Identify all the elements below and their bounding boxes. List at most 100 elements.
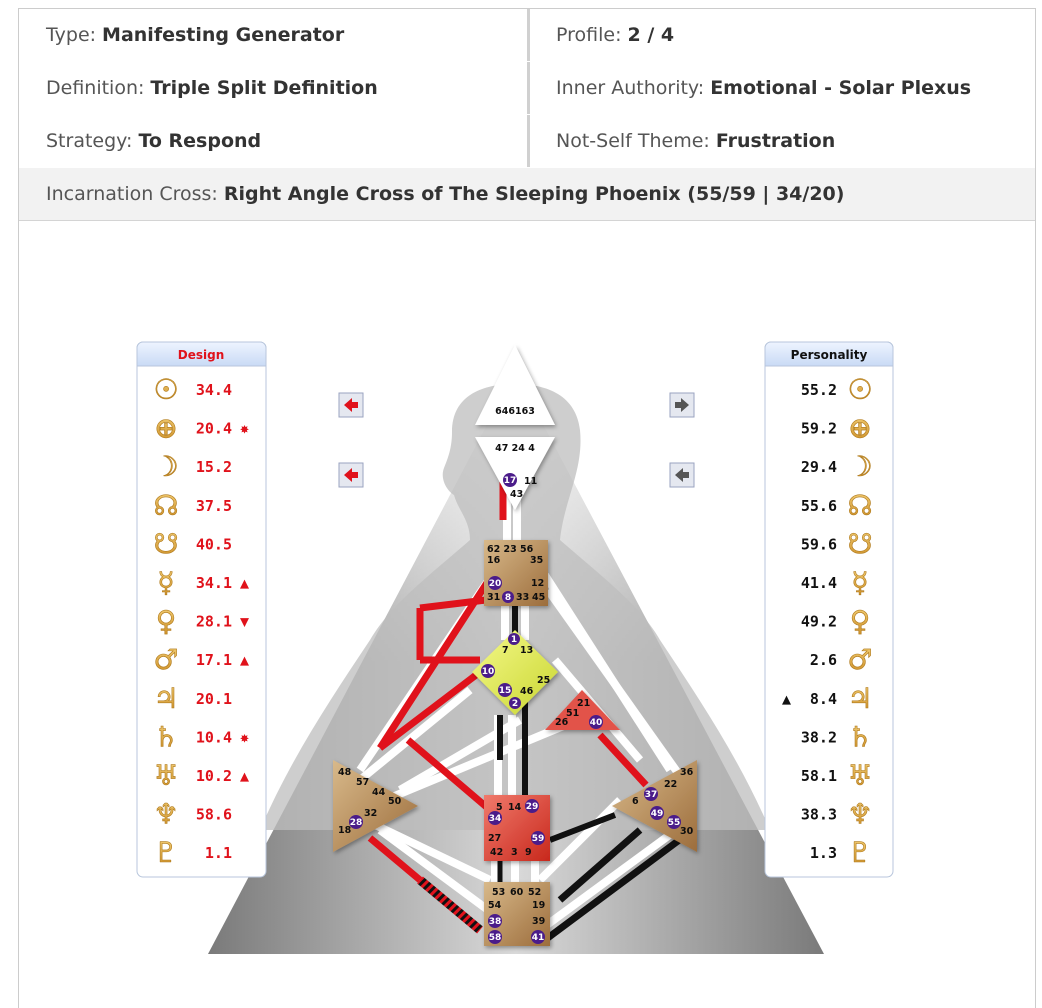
strategy-value: To Respond xyxy=(138,130,262,152)
personality-row: 38.2 ♄ xyxy=(801,720,873,754)
activation-value: 55.2 xyxy=(801,381,837,399)
personality-row: 8.4 ♃ ▲ xyxy=(782,681,873,715)
pluto-icon: ♇ xyxy=(153,836,178,869)
arrow-button-design-top[interactable] xyxy=(338,392,364,418)
gate-45: 45 xyxy=(532,592,545,603)
uranus-icon: ♅ xyxy=(847,759,872,792)
cross-cell: Incarnation Cross:Right Angle Cross of T… xyxy=(19,168,1035,220)
activation-value: 38.3 xyxy=(801,806,837,824)
personality-row: 59.6☋ xyxy=(801,527,873,561)
mercury-icon: ☿ xyxy=(851,566,868,599)
personality-row: 38.3♆ xyxy=(801,797,873,831)
gate-2: 2 xyxy=(512,699,518,709)
arrow-button-design-bottom[interactable] xyxy=(338,462,364,488)
design-row: ☉34.4 xyxy=(153,373,232,407)
neptune-icon: ♆ xyxy=(153,798,178,831)
activation-value: 38.2 xyxy=(801,728,837,746)
type-value: Manifesting Generator xyxy=(102,24,345,46)
gate-22: 22 xyxy=(664,779,677,790)
design-row: ♄10.4✸ xyxy=(153,720,249,754)
gate-34: 34 xyxy=(489,814,502,824)
gate-48: 48 xyxy=(338,767,352,778)
solar-plexus-center: 36 22 37 6 49 55 30 xyxy=(612,760,697,852)
arrow-left-icon xyxy=(675,468,689,482)
design-row: ♆ 58.6 xyxy=(153,797,232,831)
fixing-mark: ▼ xyxy=(240,613,249,631)
gate-14: 14 xyxy=(508,802,522,813)
design-row: ♂17.1▲ xyxy=(153,643,249,677)
activation-value: 34.4 xyxy=(196,381,232,399)
gate-21: 21 xyxy=(577,698,590,709)
saturn-icon: ♄ xyxy=(847,720,872,753)
jupiter-icon: ♃ xyxy=(847,682,872,715)
gate-44: 44 xyxy=(372,787,386,798)
moon-icon: ☽ xyxy=(153,450,178,483)
gate-32: 32 xyxy=(364,808,377,819)
earth-icon: ⊕ xyxy=(154,412,177,445)
design-panel-title: Design xyxy=(178,348,225,362)
personality-panel: Personality 55.2☉59.2⊕29.4☽55.6☊59.6☋41.… xyxy=(764,341,894,878)
personality-row: 41.4 ☿ xyxy=(801,566,869,600)
activation-value: 15.2 xyxy=(196,458,232,476)
summary-row-4: Incarnation Cross:Right Angle Cross of T… xyxy=(19,168,1035,221)
jupiter-icon: ♃ xyxy=(153,682,178,715)
not-self-value: Frustration xyxy=(715,130,836,152)
gate-27: 27 xyxy=(488,833,501,844)
gate-7: 7 xyxy=(502,645,509,656)
gate-37: 37 xyxy=(645,790,658,800)
arrow-button-personality-top[interactable] xyxy=(669,392,695,418)
activation-value: 37.5 xyxy=(196,497,232,515)
gate-33: 33 xyxy=(516,592,529,603)
north-node-icon: ☊ xyxy=(154,489,179,522)
gate-6: 6 xyxy=(632,796,639,807)
profile-value: 2 / 4 xyxy=(627,24,675,46)
saturn-icon: ♄ xyxy=(153,720,178,753)
gate-55: 55 xyxy=(668,818,681,828)
column-divider xyxy=(527,115,530,167)
gate-9: 9 xyxy=(525,847,532,858)
design-row: ♃20.1 xyxy=(153,681,232,715)
gate-41: 41 xyxy=(532,933,545,943)
not-self-cell: Not-Self Theme:Frustration xyxy=(530,115,1035,167)
profile-label: Profile: xyxy=(556,24,622,46)
column-divider xyxy=(527,9,530,61)
authority-value: Emotional - Solar Plexus xyxy=(710,77,972,99)
north-node-icon: ☊ xyxy=(848,489,873,522)
fixing-mark: ✸ xyxy=(240,728,249,746)
sun-icon: ☉ xyxy=(847,373,872,406)
arrow-button-personality-bottom[interactable] xyxy=(669,462,695,488)
gate-20: 20 xyxy=(489,579,502,589)
mercury-icon: ☿ xyxy=(157,566,174,599)
personality-row: 55.6☊ xyxy=(801,488,873,522)
activation-value: 59.2 xyxy=(801,420,837,438)
gate-57: 57 xyxy=(356,777,369,788)
fixing-mark: ▲ xyxy=(782,690,791,708)
activation-value: 41.4 xyxy=(801,574,837,592)
cross-label: Incarnation Cross: xyxy=(46,183,218,205)
gate-43: 43 xyxy=(510,489,523,500)
throat-gates-top: 62 23 56 xyxy=(487,544,534,555)
activation-value: 40.5 xyxy=(196,535,232,553)
gate-50: 50 xyxy=(388,796,402,807)
gate-38: 38 xyxy=(489,917,502,927)
activation-value: 29.4 xyxy=(801,458,837,476)
activation-value: 58.6 xyxy=(196,806,232,824)
fixing-mark: ▲ xyxy=(240,574,249,592)
activation-value: 8.4 xyxy=(810,690,837,708)
ajna-center: 47 24 4 17 11 43 xyxy=(475,437,555,510)
authority-cell: Inner Authority:Emotional - Solar Plexus xyxy=(530,62,1035,114)
gate-59: 59 xyxy=(532,834,545,844)
spleen-center: 48 57 44 50 32 28 18 xyxy=(333,760,418,852)
arrow-right-icon xyxy=(675,398,689,412)
sacral-center: 5 14 29 34 27 59 42 3 9 xyxy=(484,795,550,861)
gate-8: 8 xyxy=(505,593,511,603)
not-self-label: Not-Self Theme: xyxy=(556,130,710,152)
activation-value: 58.1 xyxy=(801,767,837,785)
personality-row: 1.3♇ xyxy=(810,836,873,870)
activation-value: 34.1 xyxy=(196,574,232,592)
design-row: ♀28.1▼ xyxy=(155,604,249,638)
activation-value: 28.1 xyxy=(196,613,232,631)
gate-19: 19 xyxy=(532,900,545,911)
cross-value: Right Angle Cross of The Sleeping Phoeni… xyxy=(223,183,845,205)
